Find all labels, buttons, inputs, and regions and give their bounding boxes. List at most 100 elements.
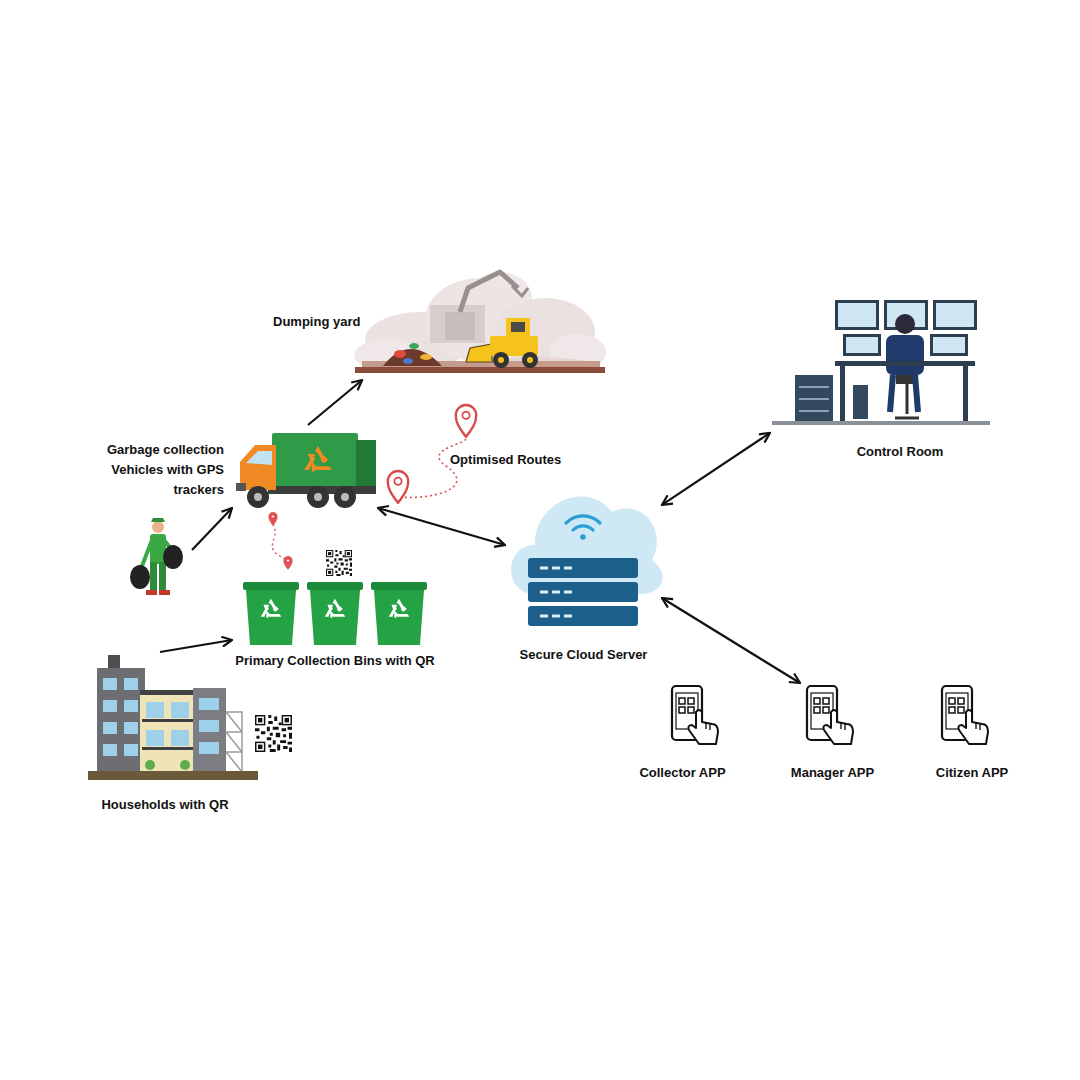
illustrated-node: Secure Cloud Server xyxy=(505,478,662,665)
phone-icon xyxy=(942,686,988,744)
loader-hub xyxy=(498,357,504,363)
illustrated-node: Dumping yard xyxy=(270,265,605,380)
collection-bins-illustration xyxy=(243,550,427,645)
monitor-screen xyxy=(846,337,878,353)
flow-arrow xyxy=(192,508,232,550)
loader-hub xyxy=(527,357,533,363)
cloud-server-illustration xyxy=(511,497,663,626)
qr-code xyxy=(326,550,352,576)
illustrated-node: Garbage collection Vehicles with GPS tra… xyxy=(100,425,378,512)
phone-icon xyxy=(807,686,853,744)
loader-cab xyxy=(506,318,530,338)
desk-leg xyxy=(840,366,845,421)
illustrated-node: Manager APP xyxy=(785,683,880,783)
monitor-screen xyxy=(933,337,965,353)
route-markers xyxy=(269,405,476,570)
flow-arrow xyxy=(662,433,770,505)
route-label: Optimised Routes xyxy=(450,452,590,468)
recycle-symbol xyxy=(327,602,343,618)
loader-window xyxy=(511,322,525,332)
location-pin xyxy=(269,512,278,525)
flow-arrow xyxy=(662,598,800,683)
building-middle xyxy=(140,690,195,772)
monitor xyxy=(930,334,968,356)
dumping-yard-illustration xyxy=(354,272,606,373)
location-pin xyxy=(388,471,408,503)
window xyxy=(199,720,219,732)
bin-lid xyxy=(371,582,427,590)
truck-bumper xyxy=(236,483,246,491)
bush xyxy=(145,760,155,770)
truck-hub xyxy=(254,493,262,501)
garbage-item xyxy=(420,354,432,360)
truck-window xyxy=(246,451,272,465)
window xyxy=(199,698,219,710)
balcony-rail xyxy=(142,747,193,750)
recycle-symbol xyxy=(308,450,329,472)
worker-leg xyxy=(159,562,166,592)
wifi-dot xyxy=(580,534,586,540)
garbage-bag xyxy=(163,545,183,569)
window xyxy=(103,678,117,690)
location-pin xyxy=(456,405,476,437)
truck-hub xyxy=(341,493,349,501)
window xyxy=(171,730,189,746)
pc-tower xyxy=(853,385,868,419)
node-label: Garbage collection Vehicles with GPS tra… xyxy=(100,440,224,500)
truck-rear xyxy=(356,440,376,490)
window xyxy=(124,678,138,690)
wifi-arc xyxy=(566,516,600,523)
ground-strip xyxy=(355,367,605,373)
window xyxy=(124,744,138,756)
illustrated-node: Collector APP xyxy=(635,683,730,783)
garbage-truck-illustration xyxy=(236,433,376,508)
server-vents xyxy=(540,568,572,616)
window xyxy=(199,742,219,754)
node-label: Secure Cloud Server xyxy=(489,647,678,663)
sanitation-worker xyxy=(130,508,232,595)
excavator-body xyxy=(445,312,475,340)
bin-body xyxy=(246,590,296,645)
worker-cap xyxy=(151,518,165,522)
worker-leg xyxy=(150,562,157,592)
connector-group xyxy=(160,380,800,683)
garbage-item xyxy=(403,358,413,364)
window xyxy=(171,702,189,718)
recycle-symbol xyxy=(263,602,279,618)
operator-body xyxy=(886,335,924,375)
loader-bucket xyxy=(466,344,492,362)
flow-arrow xyxy=(378,508,505,545)
node-label: Control Room xyxy=(835,444,965,460)
window xyxy=(124,722,138,734)
ground-strip xyxy=(88,771,258,780)
roof-edge xyxy=(140,690,195,695)
bush xyxy=(180,760,190,770)
phone-icon xyxy=(672,686,718,744)
truck-hub xyxy=(314,493,322,501)
window xyxy=(146,730,164,746)
building-left xyxy=(97,668,145,772)
window xyxy=(103,744,117,756)
monitor xyxy=(933,300,977,330)
window xyxy=(103,700,117,712)
cloud-shape xyxy=(511,497,663,594)
window xyxy=(146,702,164,718)
window xyxy=(103,722,117,734)
server-rack xyxy=(795,375,833,421)
households-illustration xyxy=(88,655,292,780)
fire-stairs xyxy=(226,712,242,772)
worker-shoe xyxy=(146,590,157,595)
truck-body xyxy=(272,433,358,489)
illustrated-node: Primary Collection Bins with QR xyxy=(232,578,438,670)
worker-head xyxy=(152,521,164,533)
garbage-item xyxy=(409,343,419,349)
bin-body xyxy=(310,590,360,645)
bin-lid xyxy=(243,582,299,590)
truck-wheel xyxy=(334,486,356,508)
truck-wheel xyxy=(307,486,329,508)
desk-top xyxy=(835,361,975,366)
monitor-screen xyxy=(838,303,876,327)
node-label: Primary Collection Bins with QR xyxy=(220,653,450,669)
